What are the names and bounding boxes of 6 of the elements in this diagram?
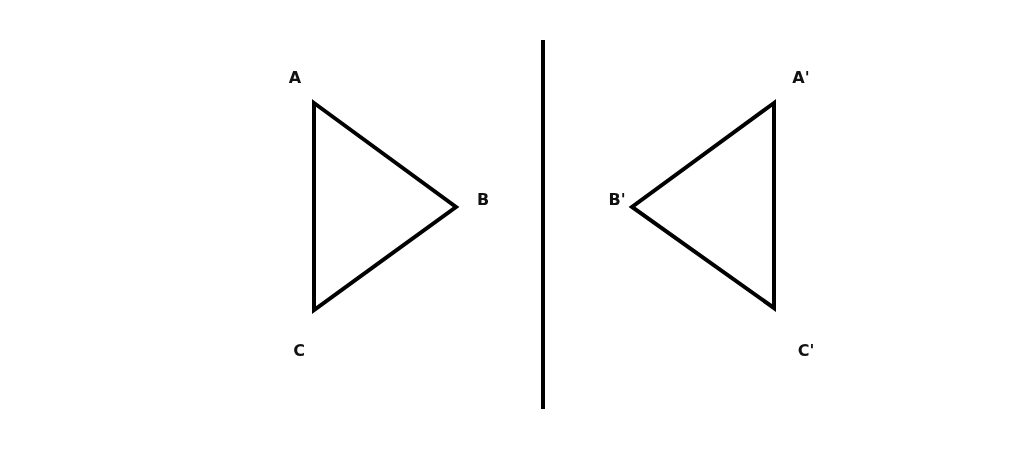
vertex-label: B': [608, 189, 626, 209]
vertex-label: A': [792, 67, 810, 87]
vertex-label: A: [288, 67, 302, 87]
vertex-label: B: [476, 189, 490, 209]
vertex-label: C': [797, 340, 815, 360]
vertex-label: C: [293, 340, 305, 360]
